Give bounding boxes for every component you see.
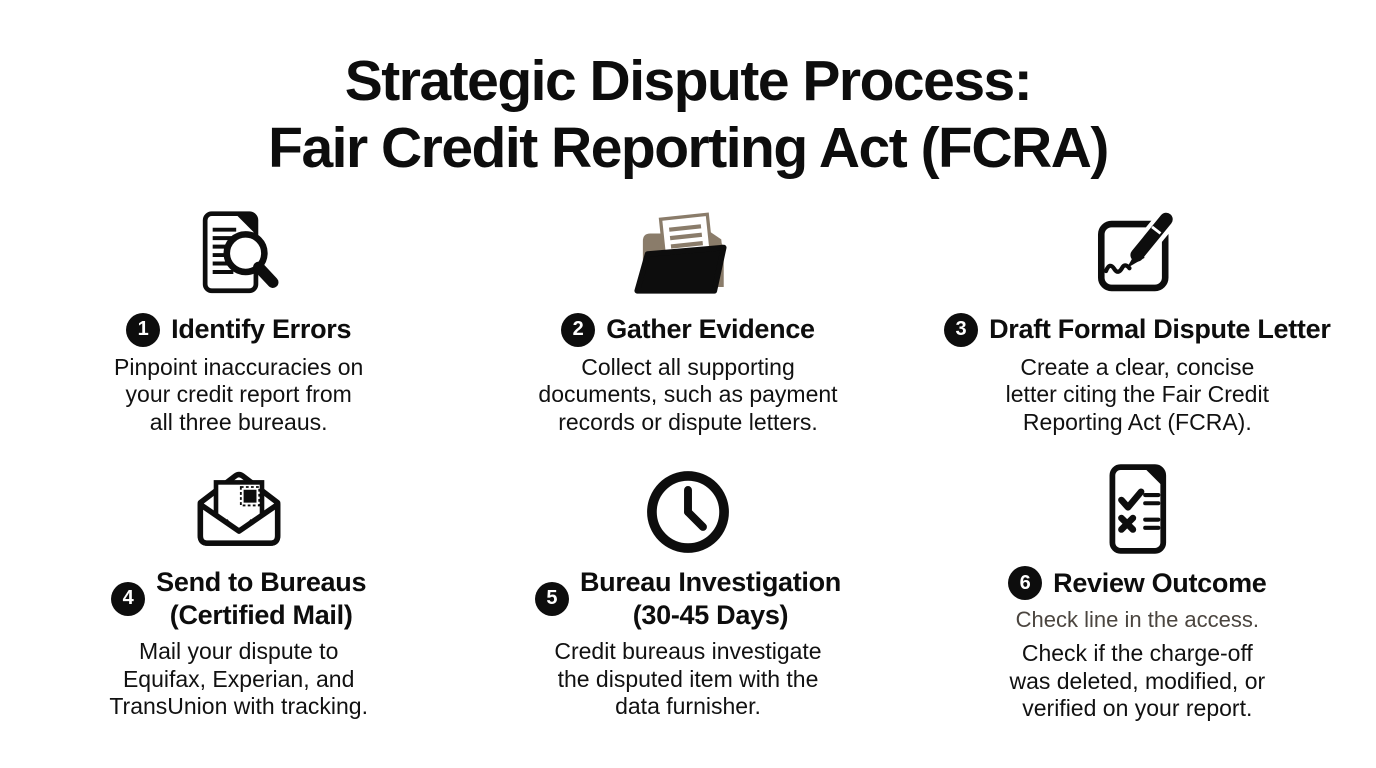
step-title: Bureau Investigation (30-45 Days) bbox=[579, 567, 842, 630]
step-description: Create a clear, concise letter citing th… bbox=[1005, 353, 1269, 435]
document-magnifier-icon bbox=[189, 207, 289, 303]
step-title: Gather Evidence bbox=[606, 314, 815, 345]
step-title: Identify Errors bbox=[171, 314, 352, 345]
step-description: Pinpoint inaccuracies on your credit rep… bbox=[114, 353, 364, 435]
step-number-badge: 1 bbox=[126, 312, 161, 347]
step-number-badge: 2 bbox=[561, 312, 596, 347]
step-title: Review Outcome bbox=[1053, 568, 1267, 599]
checklist-document-icon bbox=[1096, 460, 1178, 556]
steps-grid: 1 Identify Errors Pinpoint inaccuracies … bbox=[0, 183, 1376, 724]
step-heading: 6 Review Outcome bbox=[1008, 566, 1267, 601]
page-title: Strategic Dispute Process: Fair Credit R… bbox=[0, 0, 1376, 183]
step-heading: 2 Gather Evidence bbox=[561, 312, 815, 347]
folder-documents-icon bbox=[629, 207, 747, 303]
step-3-draft-dispute-letter: 3 Draft Formal Dispute Letter Create a c… bbox=[913, 207, 1362, 437]
step-description: Collect all supporting documents, such a… bbox=[538, 353, 838, 435]
clock-icon bbox=[644, 460, 732, 556]
step-1-identify-errors: 1 Identify Errors Pinpoint inaccuracies … bbox=[14, 207, 463, 437]
step-heading: 4 Send to Bureaus (Certified Mail) bbox=[111, 566, 366, 631]
step-note: Check line in the access. bbox=[1015, 607, 1259, 633]
step-title: Send to Bureaus (Certified Mail) bbox=[156, 567, 367, 630]
step-2-gather-evidence: 2 Gather Evidence Collect all supporting… bbox=[463, 207, 912, 437]
step-heading: 3 Draft Formal Dispute Letter bbox=[944, 312, 1331, 347]
step-4-send-to-bureaus: 4 Send to Bureaus (Certified Mail) Mail … bbox=[14, 460, 463, 723]
step-heading: 1 Identify Errors bbox=[126, 312, 352, 347]
step-5-bureau-investigation: 5 Bureau Investigation (30-45 Days) Cred… bbox=[463, 460, 912, 723]
page-title-line2: Fair Credit Reporting Act (FCRA) bbox=[268, 116, 1109, 181]
step-title: Draft Formal Dispute Letter bbox=[989, 314, 1331, 345]
step-number-badge: 5 bbox=[534, 581, 569, 616]
step-number-badge: 4 bbox=[111, 581, 146, 616]
step-number-badge: 6 bbox=[1008, 566, 1043, 601]
step-description: Mail your dispute to Equifax, Experian, … bbox=[109, 638, 368, 720]
step-6-review-outcome: 6 Review Outcome Check line in the acces… bbox=[913, 460, 1362, 723]
step-description: Check if the charge-off was deleted, mod… bbox=[1009, 640, 1266, 722]
step-description: Credit bureaus investigate the disputed … bbox=[554, 638, 822, 720]
step-number-badge: 3 bbox=[944, 312, 979, 347]
page-title-line1: Strategic Dispute Process: bbox=[344, 49, 1033, 113]
signature-pen-icon bbox=[1086, 207, 1188, 303]
step-heading: 5 Bureau Investigation (30-45 Days) bbox=[534, 566, 842, 631]
envelope-certified-mail-icon bbox=[189, 460, 289, 556]
